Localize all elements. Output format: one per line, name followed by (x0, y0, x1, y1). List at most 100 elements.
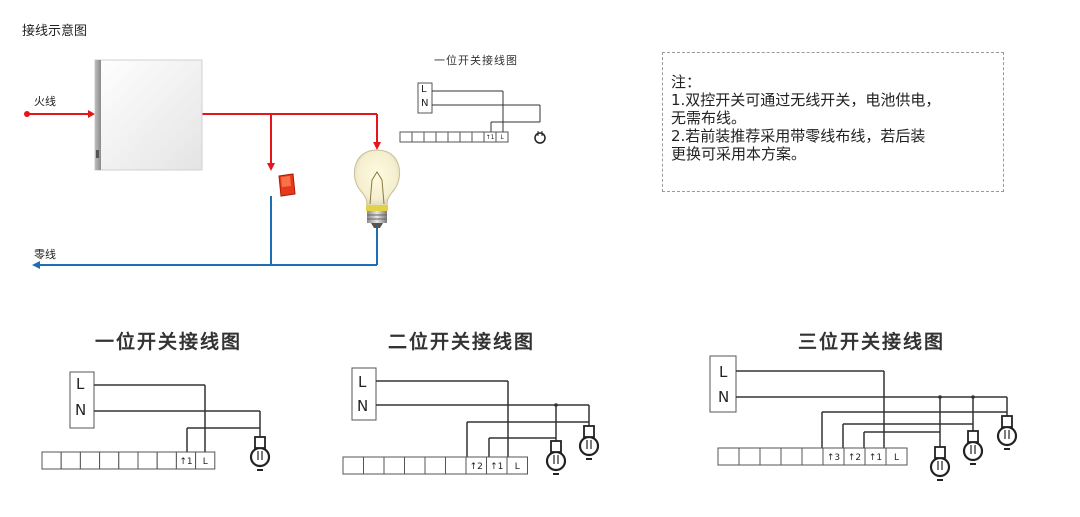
wire-junction (971, 395, 975, 399)
bulb-base (254, 436, 266, 449)
bulb-icon (996, 415, 1018, 450)
terminal-label: L (500, 134, 504, 141)
two-gang-diagram-title: 二位开关接线图 (388, 331, 536, 353)
bulb-icon (929, 446, 951, 481)
live-wire-terminal (24, 111, 30, 117)
wire-junction (554, 403, 558, 407)
terminal-label: ↑1 (179, 457, 192, 467)
terminal-label: L (515, 462, 520, 472)
ln-box (417, 82, 433, 114)
one-gang-diagram: ↑1 L (41, 371, 271, 471)
three-gang-n-label: N (718, 388, 730, 406)
terminal-cell (342, 456, 364, 475)
small-n-label: N (421, 98, 429, 109)
small-bulb-icon (534, 131, 546, 144)
bulb-base (967, 430, 979, 443)
wire-junction (938, 395, 942, 399)
terminal-label: ↑1 (490, 462, 503, 472)
bulb-glass (578, 435, 600, 457)
two-gang-n-label: N (357, 397, 369, 415)
terminal-cell (885, 447, 908, 466)
three-gang-diagram: ↑3 ↑2 ↑1 L (709, 355, 1018, 481)
terminal-cell (156, 451, 177, 470)
terminal-cell (717, 447, 740, 466)
note-box: 注： 1.双控开关可通过无线开关，电池供电， 无需布线。 2.若前装推荐采用带零… (662, 52, 1004, 192)
bulb-glass (996, 425, 1018, 447)
note-line: 更换可采用本方案。 (671, 145, 807, 163)
note-line: 1.双控开关可通过无线开关，电池供电， (671, 91, 941, 109)
bulb-icon (962, 430, 984, 465)
terminal-cell (399, 131, 413, 143)
terminal-cell (780, 447, 803, 466)
one-gang-n-label: N (75, 401, 87, 419)
terminal-cell (471, 131, 485, 143)
small-diagram-title: 一位开关接线图 (434, 54, 518, 67)
terminal-cell (506, 456, 528, 475)
terminal-cell (759, 447, 782, 466)
bulb-icon (249, 436, 271, 471)
neutral-wire-arrow (32, 261, 40, 269)
switch-panel-edge (95, 60, 101, 170)
terminal-label: ↑1 (869, 453, 882, 463)
terminal-cell (423, 131, 437, 143)
small-one-gang-diagram: ↑1 L (399, 82, 546, 144)
three-gang-l-label: L (719, 363, 728, 381)
main-wiring-schematic (24, 59, 401, 269)
terminal-label: ↑2 (848, 453, 861, 463)
terminal-cell (99, 451, 120, 470)
two-gang-l-label: L (358, 373, 367, 391)
terminal-cell (435, 131, 449, 143)
note-line: 注： (671, 73, 702, 91)
three-gang-diagram-title: 三位开关接线图 (798, 331, 946, 353)
small-l-label: L (421, 84, 427, 95)
bulb-glass (929, 456, 951, 478)
terminal-cell (41, 451, 62, 470)
page-title: 接线示意图 (22, 24, 88, 39)
bulb-glass (545, 450, 567, 472)
bulb-base (550, 440, 562, 453)
terminal-label: ↑1 (486, 134, 495, 141)
terminal-cell (404, 456, 426, 475)
terminal-label: ↑2 (470, 462, 483, 472)
terminal-label: L (894, 453, 899, 463)
note-line: 无需布线。 (671, 109, 747, 127)
terminal-cell (79, 451, 101, 470)
wireless-receiver (278, 173, 296, 197)
note-line: 2.若前装推荐采用带零线布线，若后装 (671, 127, 926, 145)
terminal-cell (495, 131, 509, 143)
one-gang-l-label: L (76, 375, 85, 393)
small-terminal-strip: ↑1 L (399, 131, 509, 143)
bulb-icon (545, 440, 567, 475)
terminal-cell (801, 447, 824, 466)
one-gang-diagram-title: 一位开关接线图 (95, 331, 243, 353)
terminal-cell (137, 451, 158, 470)
terminal-label: ↑3 (827, 453, 840, 463)
terminal-cell (383, 456, 405, 475)
bulb-base (934, 446, 946, 459)
bulb-glass (962, 440, 984, 462)
live-wire-label: 火线 (34, 95, 56, 108)
ln-box (351, 367, 377, 421)
terminal-cell (447, 131, 461, 143)
two-gang-diagram: ↑2 ↑1 L (342, 367, 600, 475)
live-wire-arrow (88, 110, 95, 118)
terminal-cell (424, 456, 446, 475)
neutral-wire-label: 零线 (34, 248, 56, 261)
light-bulb-icon (353, 149, 401, 228)
bulb-base (583, 425, 595, 438)
terminal-cell (411, 131, 425, 143)
terminal-cell (738, 447, 761, 466)
bulb-icon (578, 425, 600, 460)
bulb-base (1001, 415, 1013, 428)
terminal-cell (445, 456, 467, 475)
switch-panel (94, 59, 203, 171)
ln-box (709, 355, 737, 413)
terminal-cell (60, 451, 81, 470)
ln-box (69, 371, 95, 429)
terminal-cell (459, 131, 473, 143)
terminal-label: L (203, 457, 208, 467)
terminal-cell (363, 456, 385, 475)
bulb-glass (249, 446, 271, 468)
terminal-cell (195, 451, 216, 470)
